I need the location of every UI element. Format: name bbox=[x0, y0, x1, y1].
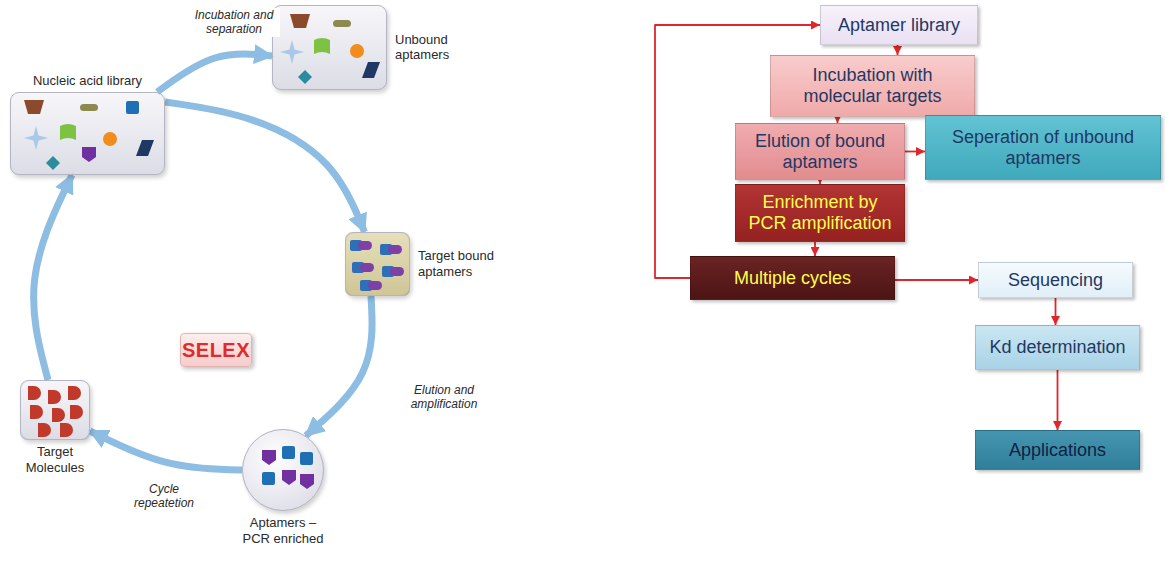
unbound-box: Unbound aptamers bbox=[272, 5, 387, 90]
target-box: Target Molecules bbox=[20, 380, 90, 440]
flow-arrow bbox=[1057, 370, 1059, 430]
shape-label: Target Molecules bbox=[18, 444, 93, 475]
box-label: Sequencing bbox=[987, 270, 1124, 291]
box-label: SELEX bbox=[182, 339, 250, 362]
flow-arrow bbox=[1055, 298, 1057, 325]
cycle-arrow bbox=[306, 296, 372, 436]
process-box: Applications bbox=[975, 430, 1140, 470]
cycle-arrow bbox=[34, 175, 72, 380]
process-box: Seperation of unbound aptamers bbox=[925, 115, 1161, 180]
cycle-arrow bbox=[90, 431, 242, 470]
process-box: Elution of bound aptamers bbox=[735, 123, 905, 180]
flow-arrow bbox=[814, 242, 816, 256]
box-label: Multiple cycles bbox=[699, 268, 886, 289]
process-box: Incubation with molecular targets bbox=[770, 55, 975, 117]
flow-arrow bbox=[905, 151, 925, 153]
shape-label: Target bound aptamers bbox=[418, 248, 513, 279]
shape-label: Nucleic acid library bbox=[33, 73, 143, 89]
box-label: Seperation of unbound aptamers bbox=[934, 127, 1152, 168]
box-label: Aptamer library bbox=[829, 15, 969, 36]
bound-box: Target bound aptamers bbox=[345, 232, 410, 296]
selex-badge: SELEX bbox=[180, 333, 252, 367]
edge-label: Incubation and separation bbox=[188, 8, 280, 37]
edge-label: Elution and amplification bbox=[398, 383, 490, 412]
edge-label: Cycle repeatetion bbox=[122, 482, 206, 511]
shape-label: Unbound aptamers bbox=[395, 32, 480, 63]
enriched-circle: Aptamers – PCR enriched bbox=[242, 429, 324, 511]
cycle-arrow bbox=[165, 102, 365, 232]
box-label: Kd determination bbox=[984, 337, 1131, 358]
process-box: Enrichment by PCR amplification bbox=[735, 184, 905, 242]
library-box: Nucleic acid library bbox=[10, 92, 165, 175]
box-label: Applications bbox=[984, 440, 1131, 461]
process-box: Multiple cycles bbox=[690, 256, 895, 300]
cycle-arrow bbox=[157, 54, 272, 92]
box-label: Enrichment by PCR amplification bbox=[744, 192, 896, 233]
process-box: Aptamer library bbox=[820, 5, 978, 45]
flow-arrow bbox=[895, 279, 978, 281]
shape-label: Aptamers – PCR enriched bbox=[238, 515, 328, 546]
box-label: Incubation with molecular targets bbox=[779, 65, 966, 106]
process-box: Kd determination bbox=[975, 325, 1140, 370]
box-label: Elution of bound aptamers bbox=[744, 131, 896, 172]
process-box: Sequencing bbox=[978, 262, 1133, 298]
flow-arrow bbox=[897, 45, 899, 55]
